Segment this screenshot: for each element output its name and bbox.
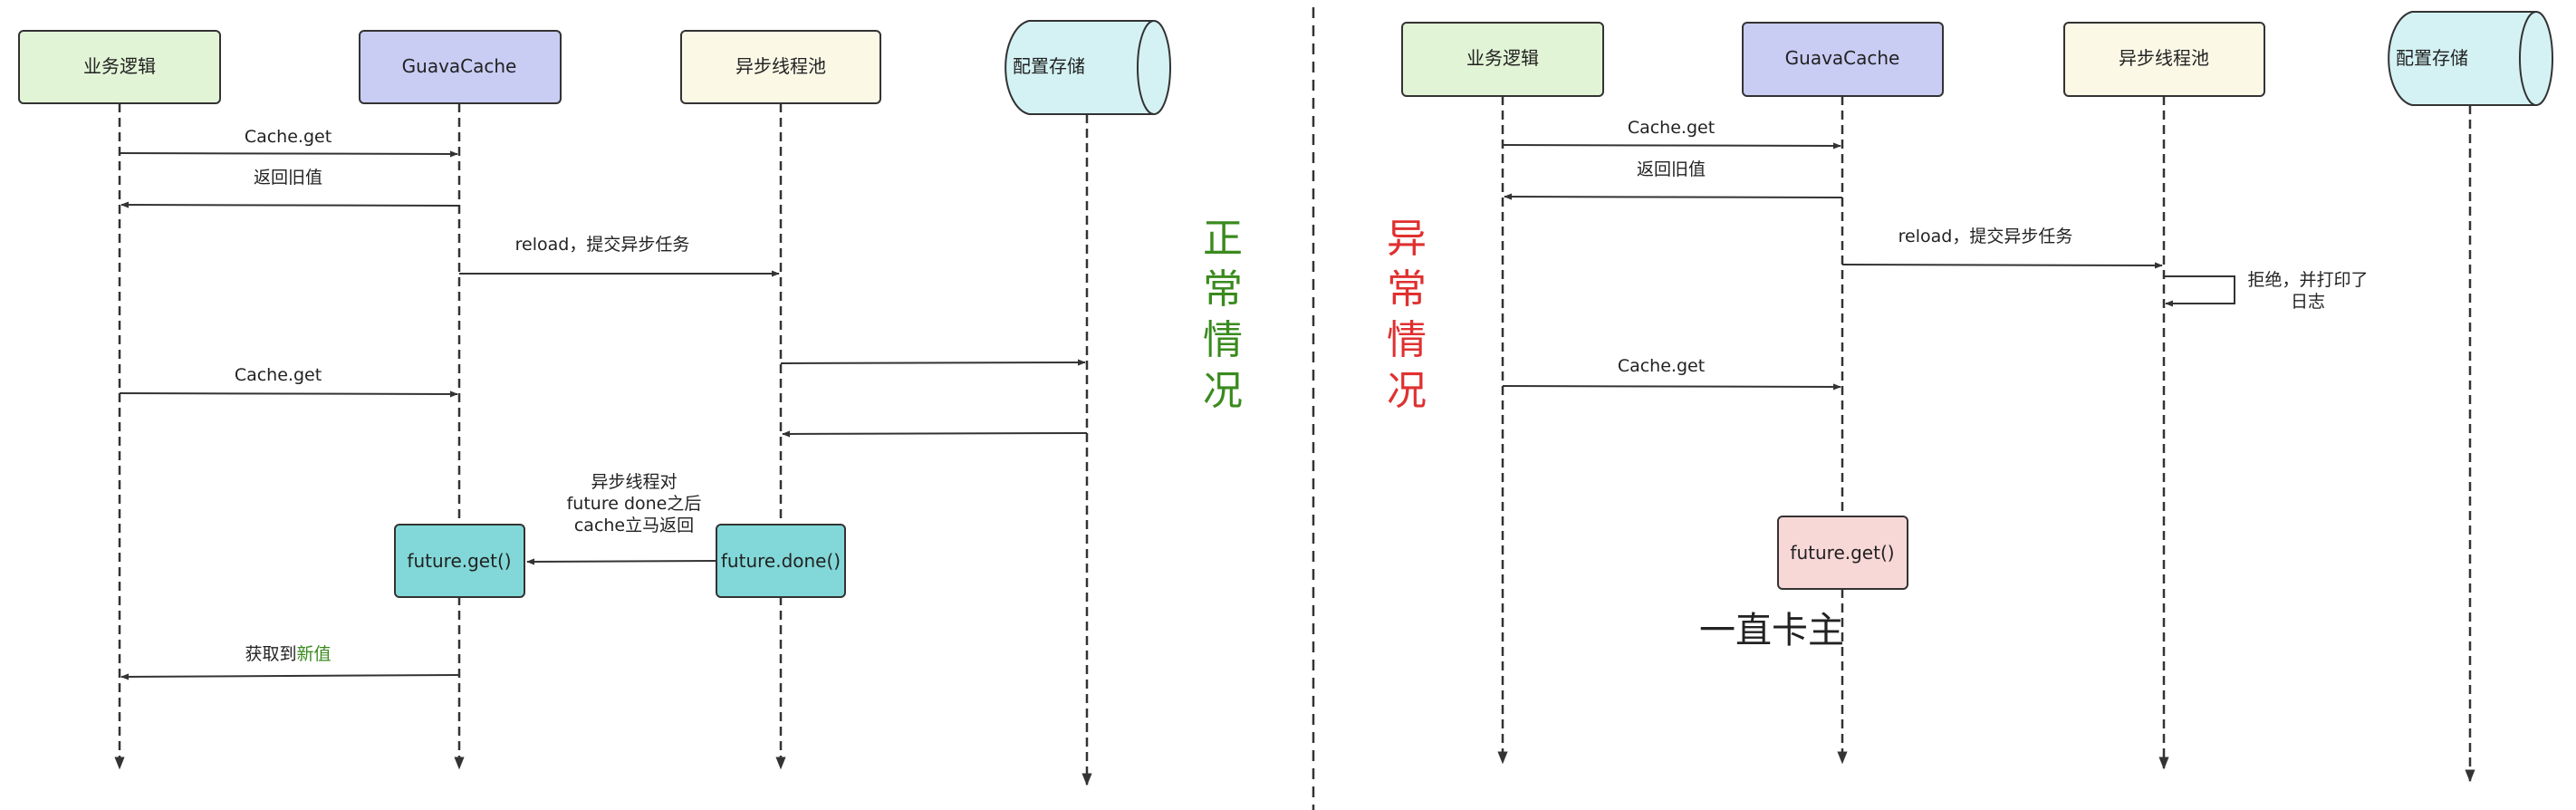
- msg-cache-get-2-abn: Cache.get: [1618, 356, 1705, 376]
- arrow-return-old: [120, 201, 460, 208]
- participant-logic-label: 业务逻辑: [83, 55, 156, 77]
- arrow-cache-get-1: [119, 150, 458, 158]
- arrow-return-old-abn: [1504, 193, 1843, 200]
- future-get-box-abn: future.get(): [1777, 516, 1908, 590]
- arrow-cache-get-2-abn: [1502, 383, 1841, 391]
- normal-case-label: 正 常 情 况: [1203, 216, 1243, 414]
- msg-cache-get-1: Cache.get: [245, 127, 332, 147]
- future-done-label: future.done(): [721, 550, 841, 572]
- arrow-pool-to-store: [780, 359, 1086, 366]
- msg-reload: reload，提交异步任务: [515, 235, 690, 255]
- abnormal-label-char-2: 常: [1387, 266, 1427, 313]
- msg-cache-get-2: Cache.get: [235, 365, 322, 385]
- msg-reject-line-1: 拒绝，并打印了: [2247, 270, 2368, 290]
- normal-label-char-3: 情: [1203, 317, 1243, 363]
- msg-obtain-new-value: 新值: [297, 644, 332, 664]
- msg-return-old: 返回旧值: [254, 168, 322, 188]
- participant-pool-abn: 异步线程池: [2063, 22, 2265, 97]
- participant-logic: 业务逻辑: [18, 30, 221, 104]
- participant-store-abn-label: 配置存储: [2396, 47, 2468, 69]
- msg-obtain-prefix: 获取到: [245, 644, 296, 664]
- normal-label-char-4: 况: [1203, 368, 1243, 414]
- future-get-box: future.get(): [394, 524, 525, 598]
- future-get-label: future.get(): [407, 550, 511, 572]
- participant-store-label: 配置存储: [1013, 55, 1085, 77]
- normal-label-char-1: 正: [1203, 216, 1243, 262]
- normal-label-char-2: 常: [1203, 266, 1243, 313]
- stuck-label: 一直卡主: [1699, 610, 1844, 651]
- participant-logic-abn: 业务逻辑: [1401, 22, 1604, 97]
- arrow-cache-get-2: [119, 391, 458, 398]
- arrow-store-to-pool: [782, 430, 1088, 438]
- participant-store-abn-cylinder: 配置存储: [2388, 11, 2553, 106]
- arrow-cache-get-1-abn: [1502, 142, 1841, 149]
- msg-obtain-new: 获取到新值: [245, 644, 331, 664]
- arrow-obtain-new: [120, 673, 460, 680]
- participant-guava-abn: GuavaCache: [1742, 22, 1944, 97]
- abnormal-label-char-1: 异: [1387, 216, 1427, 262]
- msg-reject-line-2: 日志: [2291, 292, 2325, 312]
- participant-pool-label: 异步线程池: [735, 55, 826, 77]
- participant-logic-abn-label: 业务逻辑: [1466, 47, 1539, 69]
- normal-case-diagram: 业务逻辑 GuavaCache 异步线程池 配置存储 Cache.get 返回旧…: [18, 20, 1243, 786]
- abnormal-label-char-3: 情: [1387, 317, 1427, 363]
- abnormal-case-label: 异 常 情 况: [1387, 216, 1427, 414]
- abnormal-label-char-4: 况: [1387, 368, 1427, 414]
- participant-guava: GuavaCache: [359, 30, 562, 104]
- note-line-3: cache立马返回: [574, 516, 694, 535]
- note-line-1: 异步线程对: [591, 472, 677, 492]
- participant-store-cylinder: 配置存储: [1004, 20, 1171, 115]
- future-get-abn-label: future.get(): [1790, 542, 1894, 564]
- arrow-reject-self: [2164, 275, 2235, 307]
- participant-guava-label: GuavaCache: [402, 55, 517, 77]
- note-line-2: future done之后: [567, 494, 702, 514]
- msg-reload-abn: reload，提交异步任务: [1898, 227, 2073, 246]
- abnormal-case-diagram: 异 常 情 况 业务逻辑 GuavaCache 异步线程池 配置存储: [1387, 11, 2553, 783]
- participant-pool: 异步线程池: [680, 30, 881, 104]
- participant-guava-abn-label: GuavaCache: [1785, 47, 1900, 69]
- msg-cache-get-1-abn: Cache.get: [1628, 118, 1715, 138]
- arrow-done-to-get: [526, 558, 717, 565]
- participant-pool-abn-label: 异步线程池: [2119, 47, 2209, 69]
- future-done-box: future.done(): [716, 524, 846, 598]
- msg-return-old-abn: 返回旧值: [1637, 159, 1706, 179]
